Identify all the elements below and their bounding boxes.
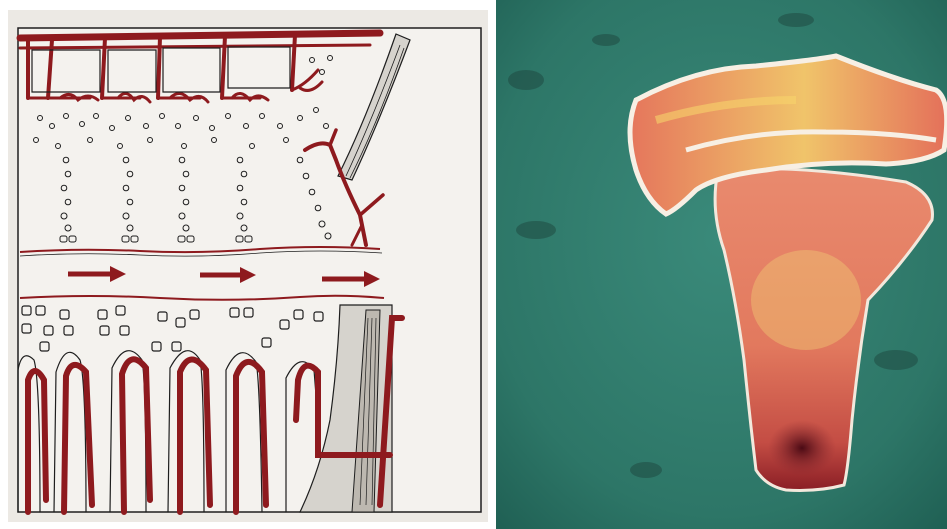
hemorrhage-spot: [768, 420, 836, 476]
growth-plate-diagram-panel: [0, 0, 492, 529]
growth-plate-diagram: [0, 0, 492, 529]
bone-specimen-photo: [496, 0, 947, 529]
bone-specimen-photo-panel: [496, 0, 947, 529]
